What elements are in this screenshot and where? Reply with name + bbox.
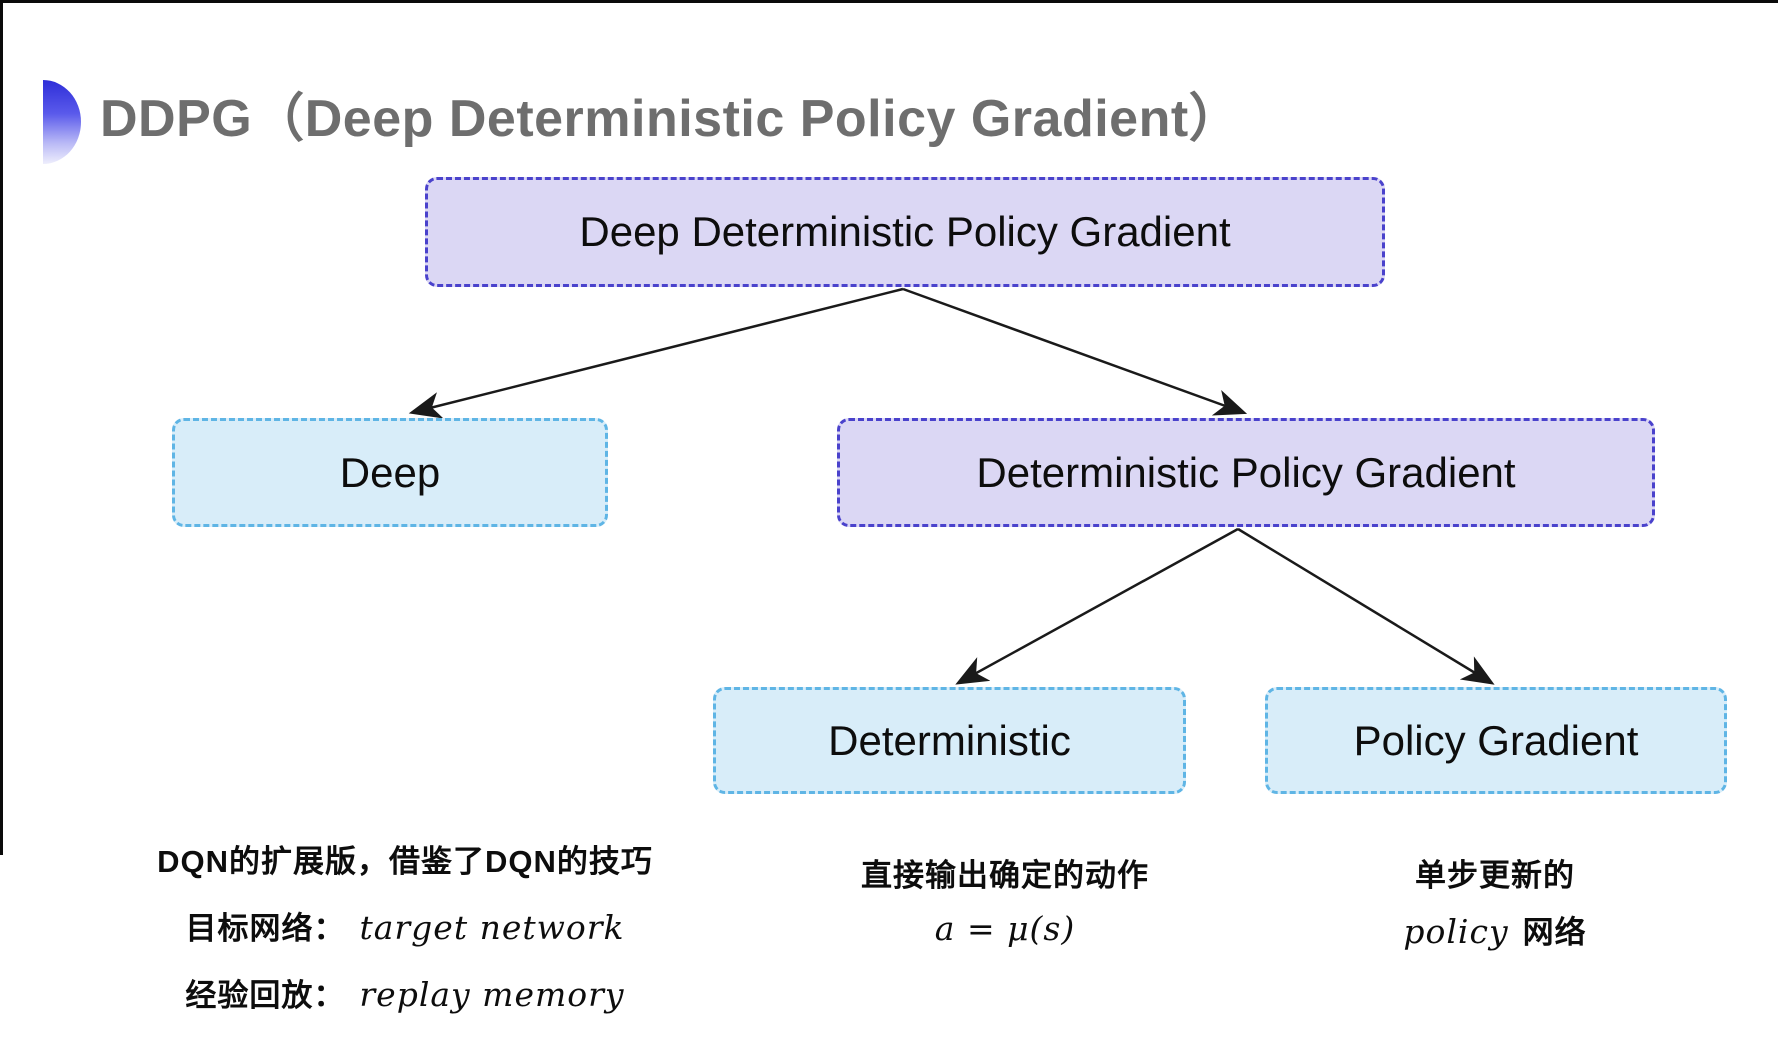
- node-policy-gradient: Policy Gradient: [1265, 687, 1727, 794]
- note-deep-line3-label: 经验回放：: [185, 978, 346, 1013]
- node-label: Deep Deterministic Policy Gradient: [579, 208, 1231, 255]
- note-deep-line3-value: replay memory: [359, 975, 625, 1014]
- node-deep-deterministic-policy-gradient: Deep Deterministic Policy Gradient: [425, 177, 1385, 287]
- node-label: Deterministic Policy Gradient: [976, 448, 1516, 496]
- note-pg-line1: 单步更新的: [1415, 858, 1575, 893]
- node-label: Deep: [339, 448, 441, 496]
- note-det-line1: 直接输出确定的动作: [861, 858, 1149, 893]
- note-deep-line2-value: target network: [359, 908, 625, 947]
- page-title: DDPG（Deep Deterministic Policy Gradient）: [100, 90, 1242, 148]
- note-deep-line2: 目标网络： target network: [185, 903, 624, 948]
- note-deep-line3: 经验回放： replay memory: [185, 970, 624, 1015]
- note-pg-line2: policy 网络: [1403, 907, 1586, 952]
- node-deep: Deep: [172, 418, 608, 527]
- note-deep-block: DQN的扩展版，借鉴了DQN的技巧 目标网络： target network 经…: [115, 836, 695, 1015]
- note-deep-line1: DQN的扩展版，借鉴了DQN的技巧: [157, 844, 653, 879]
- frame-left-edge: [0, 0, 3, 855]
- note-deep-line2-label: 目标网络：: [185, 911, 346, 946]
- node-deterministic-policy-gradient: Deterministic Policy Gradient: [837, 418, 1655, 527]
- node-label: Deterministic: [828, 716, 1071, 764]
- note-det-formula: a = μ(s): [934, 909, 1076, 948]
- title-bullet-icon: [43, 80, 81, 164]
- frame-top-edge: [0, 0, 1778, 3]
- note-pg-line2-rest: 网络: [1522, 915, 1587, 950]
- node-deterministic: Deterministic: [713, 687, 1186, 794]
- note-deterministic-block: 直接输出确定的动作 a = μ(s): [795, 850, 1215, 948]
- note-policy-gradient-block: 单步更新的 policy 网络: [1320, 850, 1670, 952]
- node-label: Policy Gradient: [1353, 716, 1639, 764]
- note-pg-line2-italic: policy: [1403, 912, 1509, 951]
